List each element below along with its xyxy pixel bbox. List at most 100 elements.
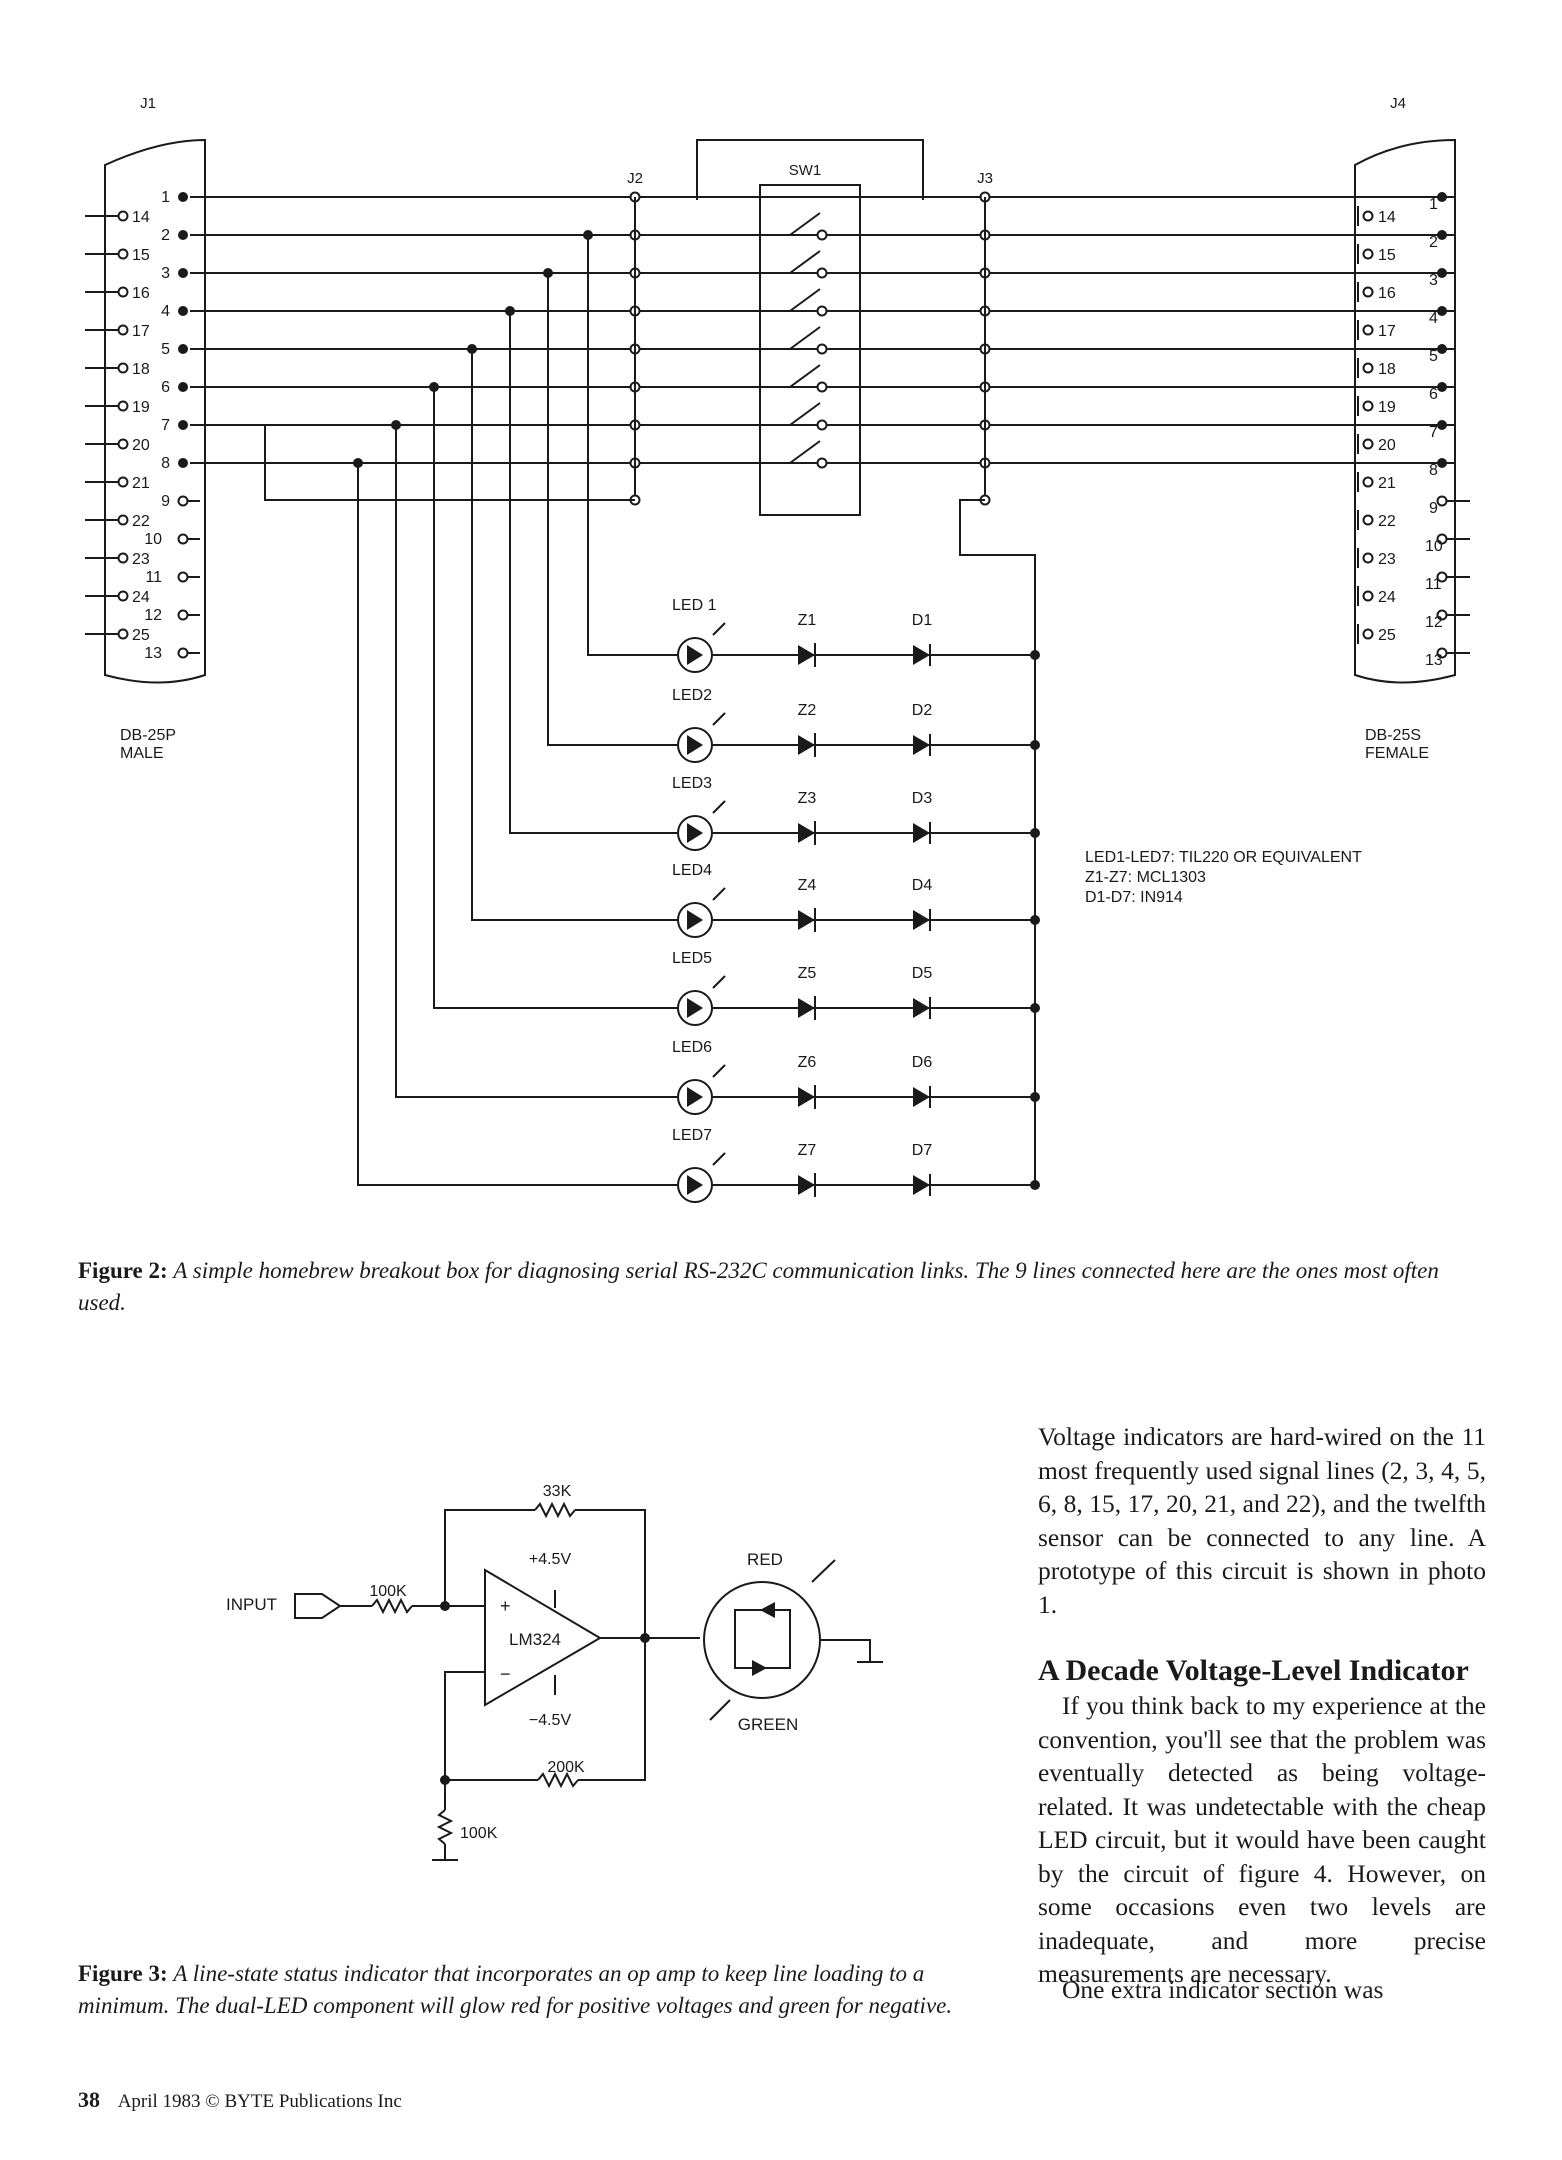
switch-blade xyxy=(789,326,821,350)
feedback-top-label: 33K xyxy=(543,1483,572,1500)
dual-led-body xyxy=(703,1581,821,1699)
left-pin-contact xyxy=(117,476,129,488)
switch-blade xyxy=(789,250,821,274)
junction-dot xyxy=(1030,1003,1040,1013)
right-pin-label: 4 xyxy=(1429,310,1438,327)
zener-symbol xyxy=(798,998,815,1018)
junction-dot xyxy=(1030,740,1040,750)
inverting-sign: − xyxy=(500,1664,511,1684)
diode-symbol xyxy=(913,735,930,755)
left-pin-label: 23 xyxy=(132,551,150,568)
left-pin-label: 2 xyxy=(161,227,170,244)
footer-credit: April 1983 © BYTE Publications Inc xyxy=(117,2091,402,2112)
led-feed-line xyxy=(471,349,1035,921)
right-pin-contact xyxy=(1436,495,1448,507)
figure-2-caption-text: A simple homebrew breakout box for diagn… xyxy=(78,1258,1439,1315)
diode-label: D7 xyxy=(912,1142,933,1159)
left-pin-contact xyxy=(117,210,129,222)
left-pin-contact xyxy=(178,192,188,202)
junction-dot xyxy=(391,420,401,430)
left-pin-contact xyxy=(117,324,129,336)
diode-symbol xyxy=(913,1087,930,1107)
led-feed-line xyxy=(509,311,1035,834)
led-arrow xyxy=(712,622,726,636)
right-pin-contact xyxy=(1362,286,1374,298)
left-pin-label: 13 xyxy=(144,645,162,662)
right-pin-contact xyxy=(1436,533,1448,545)
figure-3-caption: Figure 3: A line-state status indicator … xyxy=(78,1958,1003,2022)
sw1-label: SW1 xyxy=(789,162,822,179)
right-pin-contact xyxy=(1362,590,1374,602)
led-label: LED4 xyxy=(672,862,712,879)
zener-label: Z7 xyxy=(798,1142,817,1159)
left-pin-contact xyxy=(177,571,189,583)
left-pin-contact xyxy=(117,362,129,374)
red-led-label: RED xyxy=(747,1550,783,1569)
diode-label: D6 xyxy=(912,1054,933,1071)
feedback-resistor-top xyxy=(534,1501,576,1519)
feedback-resistor-bottom xyxy=(537,1771,579,1789)
switch-contact xyxy=(816,343,828,355)
right-pin-label: 14 xyxy=(1378,209,1396,226)
diode-symbol xyxy=(913,823,930,843)
led-symbol xyxy=(687,910,703,930)
led-arrow xyxy=(712,887,726,901)
diode-symbol xyxy=(913,910,930,930)
page-number: 38 xyxy=(78,2087,100,2112)
left-connector-type: DB-25P xyxy=(120,727,176,744)
left-pin-label: 5 xyxy=(161,341,170,358)
zener-label: Z5 xyxy=(798,965,817,982)
pin20-route xyxy=(264,425,635,501)
left-pin-label: 12 xyxy=(144,607,162,624)
led-arrow xyxy=(712,1152,726,1166)
junction-dot xyxy=(1030,915,1040,925)
led-symbol xyxy=(687,823,703,843)
right-pin-label: 2 xyxy=(1429,234,1438,251)
left-pin-contact xyxy=(178,458,188,468)
left-pin-contact xyxy=(117,286,129,298)
right-pin-label: 13 xyxy=(1425,652,1443,669)
body-paragraph-2: If you think back to my experience at th… xyxy=(1038,1691,1486,1988)
junction-dot xyxy=(543,268,553,278)
noninverting-sign: + xyxy=(500,1596,511,1616)
junction-dot xyxy=(1030,1180,1040,1190)
zener-symbol xyxy=(798,910,815,930)
left-pin-label: 7 xyxy=(161,417,170,434)
led-arrow xyxy=(712,975,726,989)
input-resistor-label: 100K xyxy=(369,1583,407,1600)
right-pin-label: 12 xyxy=(1425,614,1443,631)
zener-label: Z1 xyxy=(798,612,817,629)
led-feed-line xyxy=(395,425,1035,1098)
body-paragraph-3: One extra indicator section was xyxy=(1062,1975,1384,2004)
switch-contact xyxy=(816,457,828,469)
right-pin-label: 20 xyxy=(1378,437,1396,454)
led-feed-line xyxy=(433,387,1035,1009)
parts-note-line: D1-D7: IN914 xyxy=(1085,889,1183,906)
switch-contact xyxy=(816,305,828,317)
left-connector-gender: MALE xyxy=(120,745,164,762)
connector-j4-label: J4 xyxy=(1390,95,1406,112)
left-pin-contact xyxy=(177,609,189,621)
led-label: LED7 xyxy=(672,1127,712,1144)
right-pin-label: 5 xyxy=(1429,348,1438,365)
section-heading: A Decade Voltage-Level Indicator xyxy=(1038,1654,1469,1687)
left-pin-contact xyxy=(117,514,129,526)
right-pin-label: 23 xyxy=(1378,551,1396,568)
right-pin-label: 1 xyxy=(1429,196,1438,213)
led-label: LED6 xyxy=(672,1039,712,1056)
left-pin-label: 10 xyxy=(144,531,162,548)
right-pin-label: 22 xyxy=(1378,513,1396,530)
left-pin-label: 4 xyxy=(161,303,170,320)
junction-dot xyxy=(1030,828,1040,838)
input-label: INPUT xyxy=(226,1595,277,1614)
switch-contact xyxy=(816,419,828,431)
right-pin-label: 7 xyxy=(1429,424,1438,441)
junction-dot xyxy=(1030,1092,1040,1102)
switch-blade xyxy=(789,212,821,236)
red-led-symbol xyxy=(760,1602,775,1618)
led-arrow xyxy=(712,1064,726,1078)
left-pin-label: 19 xyxy=(132,399,150,416)
right-pin-label: 10 xyxy=(1425,538,1443,555)
left-pin-label: 11 xyxy=(145,569,162,586)
